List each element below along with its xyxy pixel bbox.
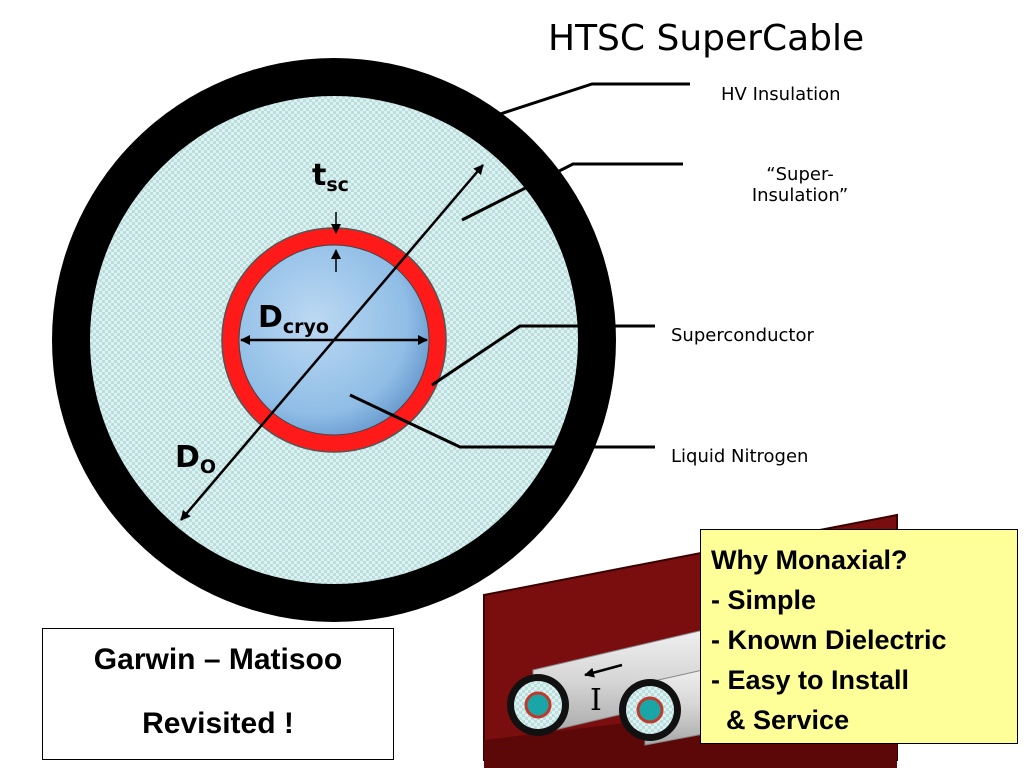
do-symbol-main: D xyxy=(175,440,200,475)
why-monaxial-item-dielectric: - Known Dielectric xyxy=(711,625,947,655)
current-label: I xyxy=(590,683,602,718)
super-insulation-label: “Super- Insulation” xyxy=(730,164,870,206)
superconductor-leader xyxy=(431,324,655,387)
cable-tube-end-1-conductor xyxy=(524,691,552,719)
liquid-nitrogen-leader xyxy=(349,393,655,449)
dcryo-symbol: Dcryo xyxy=(258,300,329,338)
diagram-title: HTSC SuperCable xyxy=(548,18,865,59)
why-monaxial-heading: Why Monaxial? xyxy=(711,545,908,575)
dcryo-symbol-main: D xyxy=(258,300,283,335)
super-insulation-label-line1: “Super- xyxy=(766,164,834,185)
tsc-symbol: tsc xyxy=(312,158,349,196)
hv-insulation-label: HV Insulation xyxy=(721,84,841,105)
dcryo-symbol-sub: cryo xyxy=(282,316,329,338)
why-monaxial-note: Why Monaxial? - Simple - Known Dielectri… xyxy=(700,529,1018,744)
credit-line-1: Garwin – Matisoo xyxy=(93,643,343,676)
liquid-nitrogen-label: Liquid Nitrogen xyxy=(671,446,809,467)
why-monaxial-item-install: - Easy to Install xyxy=(711,665,910,695)
do-symbol: DO xyxy=(175,440,216,478)
why-monaxial-item-service: & Service xyxy=(711,705,850,735)
tsc-symbol-main: t xyxy=(312,158,327,193)
super-insulation-leader xyxy=(461,162,683,222)
credit-line-2: Revisited ! xyxy=(142,707,294,740)
cable-tube-end-2-conductor xyxy=(636,696,664,724)
why-monaxial-item-simple: - Simple xyxy=(711,585,817,615)
credit-box: Garwin – Matisoo Revisited ! xyxy=(42,628,394,760)
hv-insulation-leader xyxy=(487,82,690,120)
do-symbol-sub: O xyxy=(199,456,217,478)
superconductor-label: Superconductor xyxy=(671,325,814,346)
current-direction-arrow xyxy=(584,663,623,678)
super-insulation-label-line2: Insulation” xyxy=(751,185,849,206)
tsc-symbol-sub: sc xyxy=(326,174,349,196)
